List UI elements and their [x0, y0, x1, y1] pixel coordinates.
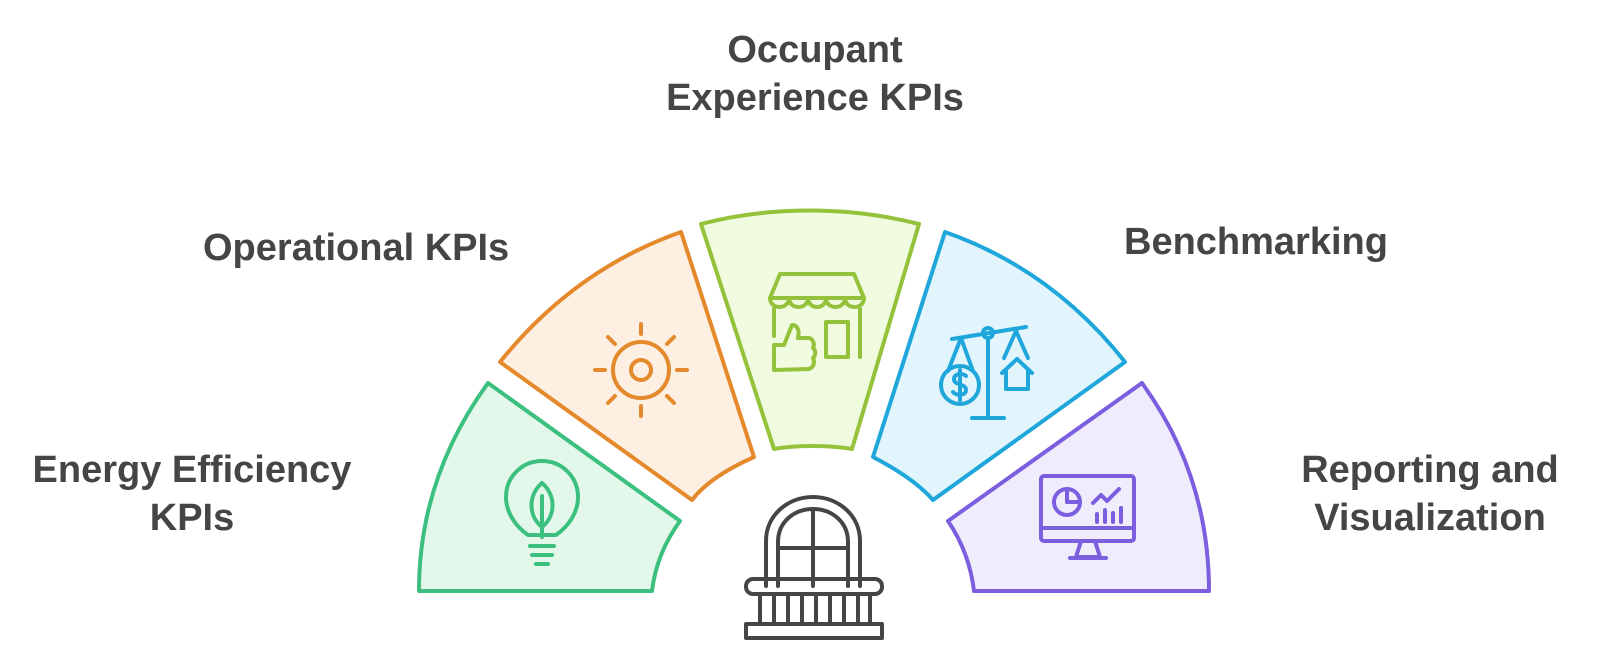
- label-reporting-line-1: Reporting and: [1301, 449, 1559, 491]
- label-energy-efficiency-line-1: Energy Efficiency: [32, 449, 352, 491]
- label-occupant-experience-line-1: Occupant: [727, 29, 903, 71]
- label-occupant-experience: Occupant Experience KPIs: [640, 26, 990, 122]
- segment-energy-efficiency: [417, 381, 682, 593]
- segment-occupant-experience: [699, 208, 921, 451]
- label-benchmarking: Benchmarking: [1124, 218, 1388, 266]
- monitor-chart-icon: [1039, 474, 1136, 560]
- label-reporting-visualization: Reporting and Visualization: [1280, 446, 1580, 542]
- label-benchmarking-line-1: Benchmarking: [1124, 221, 1388, 263]
- label-operational-line-1: Operational KPIs: [203, 227, 510, 269]
- label-reporting-line-2: Visualization: [1314, 497, 1546, 539]
- label-operational: Operational KPIs: [203, 224, 509, 272]
- scale-dollar-house-icon: [939, 325, 1034, 420]
- segment-operational: [498, 230, 756, 502]
- label-energy-efficiency: Energy Efficiency KPIs: [28, 446, 356, 542]
- label-energy-efficiency-line-2: KPIs: [149, 497, 235, 539]
- balcony-window-icon: [744, 495, 884, 640]
- storefront-thumbs-up-icon: [768, 272, 866, 372]
- sun-gear-icon: [593, 322, 689, 418]
- lightbulb-leaf-icon: [504, 459, 580, 566]
- segment-benchmarking: [871, 230, 1127, 502]
- label-occupant-experience-line-2: Experience KPIs: [666, 77, 964, 119]
- segment-reporting: [946, 381, 1211, 593]
